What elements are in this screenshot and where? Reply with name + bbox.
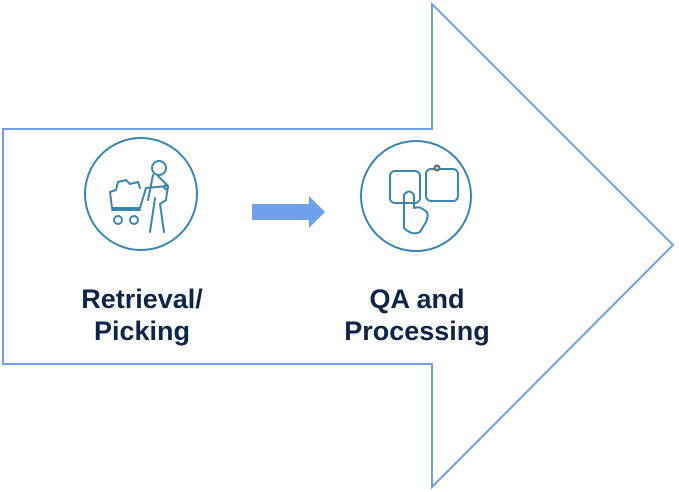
- step-label-line1: Retrieval/: [81, 284, 203, 314]
- step-label-retrieval-picking: Retrieval/ Picking: [22, 283, 262, 347]
- touch-tap-icon: [360, 140, 472, 252]
- step-label-line2: Picking: [93, 316, 191, 346]
- step-label-line2: Processing: [344, 316, 490, 346]
- right-arrow-icon: [252, 196, 325, 228]
- step-label-line1: QA and: [369, 284, 465, 314]
- shopping-cart-person-icon: [84, 137, 198, 251]
- step-label-qa-processing: QA and Processing: [297, 283, 537, 347]
